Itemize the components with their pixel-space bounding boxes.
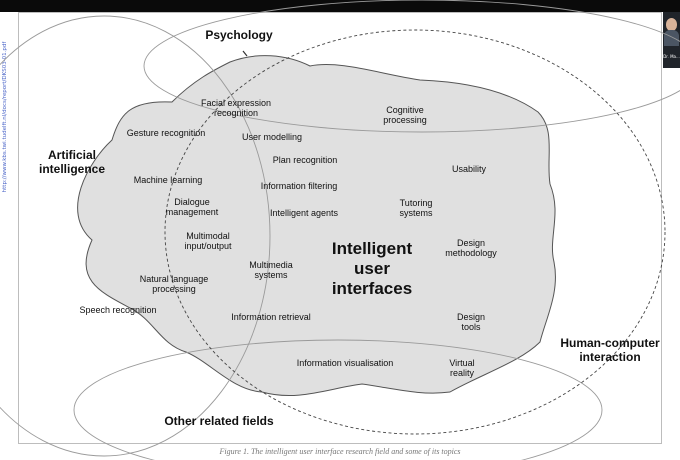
presenter-label: Dr. Ma... — [663, 54, 680, 59]
figure-caption: Figure 1. The intelligent user interface… — [219, 447, 461, 456]
presenter-body — [664, 30, 679, 46]
topic-information-visualisation: Information visualisation — [296, 358, 394, 368]
topic-information-retrieval: Information retrieval — [231, 312, 311, 322]
psychology-ellipse — [143, 0, 680, 133]
pointer-mark — [242, 50, 248, 57]
topic-speech-recognition: Speech recognition — [79, 305, 157, 315]
iui-blob — [77, 55, 556, 397]
psychology-label: Psychology — [205, 28, 273, 42]
topic-user-modelling: User modelling — [241, 132, 303, 142]
hci-ellipse — [164, 29, 666, 435]
topic-plan-recognition: Plan recognition — [272, 155, 338, 165]
presenter-thumbnail[interactable]: Dr. Ma... — [663, 12, 680, 68]
presenter-face — [666, 18, 677, 31]
topic-intelligent-agents: Intelligent agents — [269, 208, 339, 218]
topic-gesture-recognition: Gesture recognition — [126, 128, 206, 138]
topic-information-filtering: Information filtering — [260, 181, 338, 191]
topic-usability: Usability — [451, 164, 487, 174]
other-fields-ellipse — [73, 339, 603, 460]
other-fields-label: Other related fields — [164, 414, 274, 428]
ai-ellipse — [0, 15, 271, 457]
topic-machine-learning: Machine learning — [133, 175, 203, 185]
